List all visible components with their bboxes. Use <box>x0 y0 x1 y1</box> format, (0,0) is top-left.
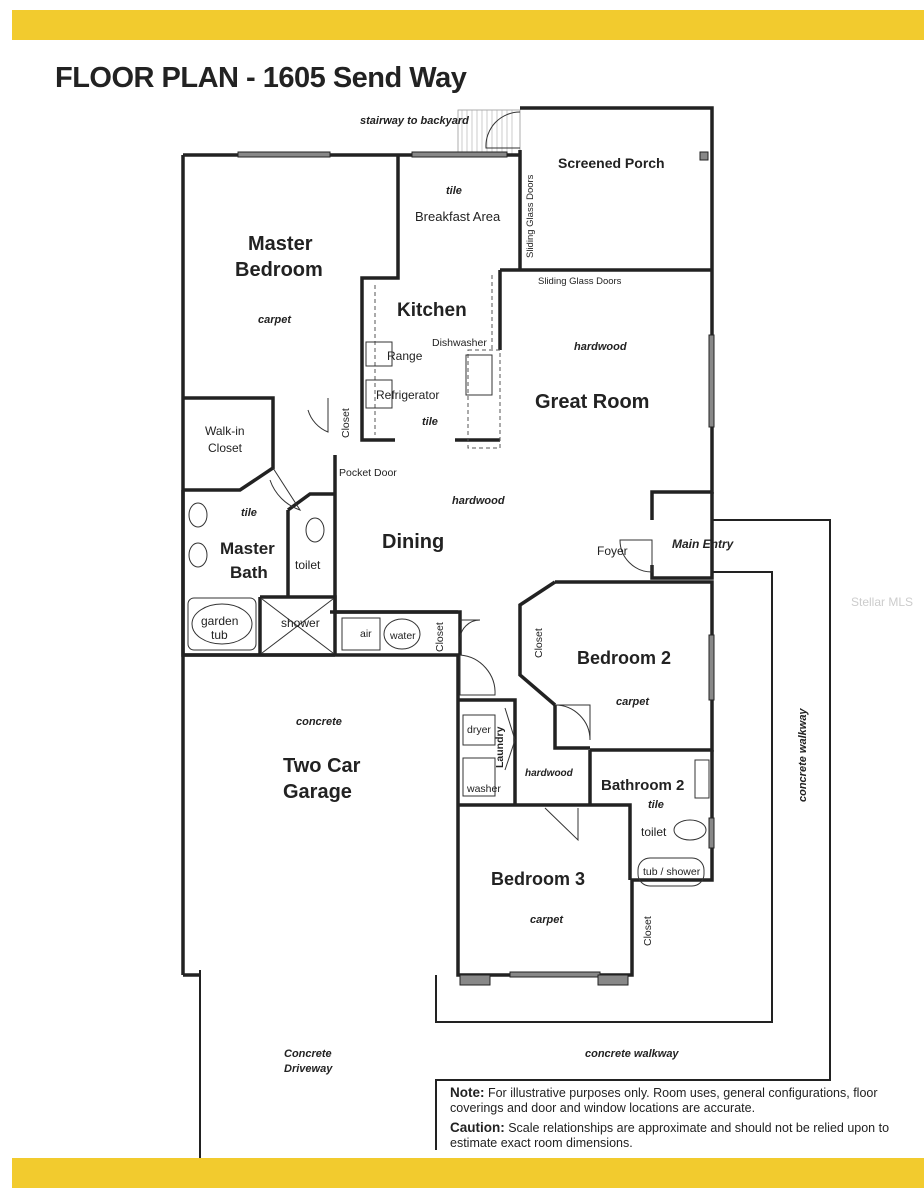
label-kitchen: Kitchen <box>397 300 467 321</box>
label-sliding-doors-vertical: Sliding Glass Doors <box>525 174 536 258</box>
bottom-banner <box>12 1158 924 1188</box>
label-tub-shower: tub / shower <box>643 866 701 878</box>
label-garage-floor: concrete <box>296 716 342 728</box>
label-screened-porch: Screened Porch <box>558 155 665 171</box>
label-great-room-floor: hardwood <box>574 341 627 353</box>
label-master-floor: carpet <box>258 314 292 326</box>
label-driveway-1: Concrete <box>284 1048 332 1060</box>
windows <box>237 151 715 986</box>
page-title: FLOOR PLAN - 1605 Send Way <box>55 62 467 94</box>
label-walkin-2: Closet <box>208 441 243 455</box>
label-air: air <box>360 628 372 640</box>
label-hall-floor: hardwood <box>525 768 574 779</box>
note-label: Note: <box>450 1085 485 1100</box>
doors <box>187 275 710 887</box>
label-washer: washer <box>466 783 501 795</box>
label-bedroom2-floor: carpet <box>616 696 650 708</box>
label-walkway-side: concrete walkway <box>797 708 809 802</box>
label-closet-kitchen: Closet <box>340 408 352 438</box>
label-master-bath-2: Bath <box>230 563 268 582</box>
label-master-bedroom-1: Master <box>248 233 313 255</box>
caution-text: Scale relationships are approximate and … <box>450 1121 890 1150</box>
label-garage-2: Garage <box>283 781 352 803</box>
label-pocket-door: Pocket Door <box>339 467 397 479</box>
label-closet-bed3: Closet <box>642 916 654 946</box>
label-master-bath-1: Master <box>220 539 275 558</box>
label-kitchen-floor: tile <box>422 416 438 428</box>
label-master-bedroom-2: Bedroom <box>235 259 323 281</box>
label-walkway-front: concrete walkway <box>585 1048 679 1060</box>
label-great-room: Great Room <box>535 391 649 413</box>
label-stairway: stairway to backyard <box>360 115 469 127</box>
label-toilet-master: toilet <box>295 558 321 572</box>
label-bath-floor: tile <box>241 507 257 519</box>
label-shower: shower <box>281 616 320 630</box>
label-dining: Dining <box>382 531 444 553</box>
label-garden-2: tub <box>211 628 228 642</box>
label-range: Range <box>387 349 423 363</box>
label-dishwasher: Dishwasher <box>432 337 487 349</box>
label-toilet-bath2: toilet <box>641 825 667 839</box>
label-driveway-2: Driveway <box>284 1063 333 1075</box>
note-text: For illustrative purposes only. Room use… <box>450 1086 878 1115</box>
label-dryer: dryer <box>467 724 491 736</box>
label-garage-1: Two Car <box>283 755 361 777</box>
label-laundry: Laundry <box>494 726 506 768</box>
watermark: Stellar MLS <box>851 595 913 609</box>
label-breakfast-floor: tile <box>446 185 462 197</box>
label-refrigerator: Refrigerator <box>376 388 439 402</box>
walls <box>181 106 714 977</box>
label-walkin-1: Walk-in <box>205 424 245 438</box>
label-dining-floor: hardwood <box>452 495 505 507</box>
label-sliding-doors-horizontal: Sliding Glass Doors <box>538 276 622 287</box>
stairway <box>457 109 521 156</box>
label-bedroom3-floor: carpet <box>530 914 564 926</box>
label-closet-bed2: Closet <box>533 628 545 658</box>
label-closet-utility: Closet <box>434 622 446 652</box>
label-foyer: Foyer <box>597 544 628 558</box>
label-bedroom-2: Bedroom 2 <box>577 648 671 668</box>
caution-label: Caution: <box>450 1120 505 1135</box>
label-bathroom2-floor: tile <box>648 799 664 811</box>
label-water: water <box>389 630 416 642</box>
label-bedroom-3: Bedroom 3 <box>491 869 585 889</box>
label-garden-1: garden <box>201 614 238 628</box>
label-breakfast-area: Breakfast Area <box>415 209 501 224</box>
top-banner <box>12 10 924 40</box>
walkways <box>199 519 831 1158</box>
label-main-entry: Main Entry <box>672 537 735 551</box>
label-bathroom-2: Bathroom 2 <box>601 777 684 794</box>
disclaimer-note: Note: For illustrative purposes only. Ro… <box>450 1085 910 1155</box>
